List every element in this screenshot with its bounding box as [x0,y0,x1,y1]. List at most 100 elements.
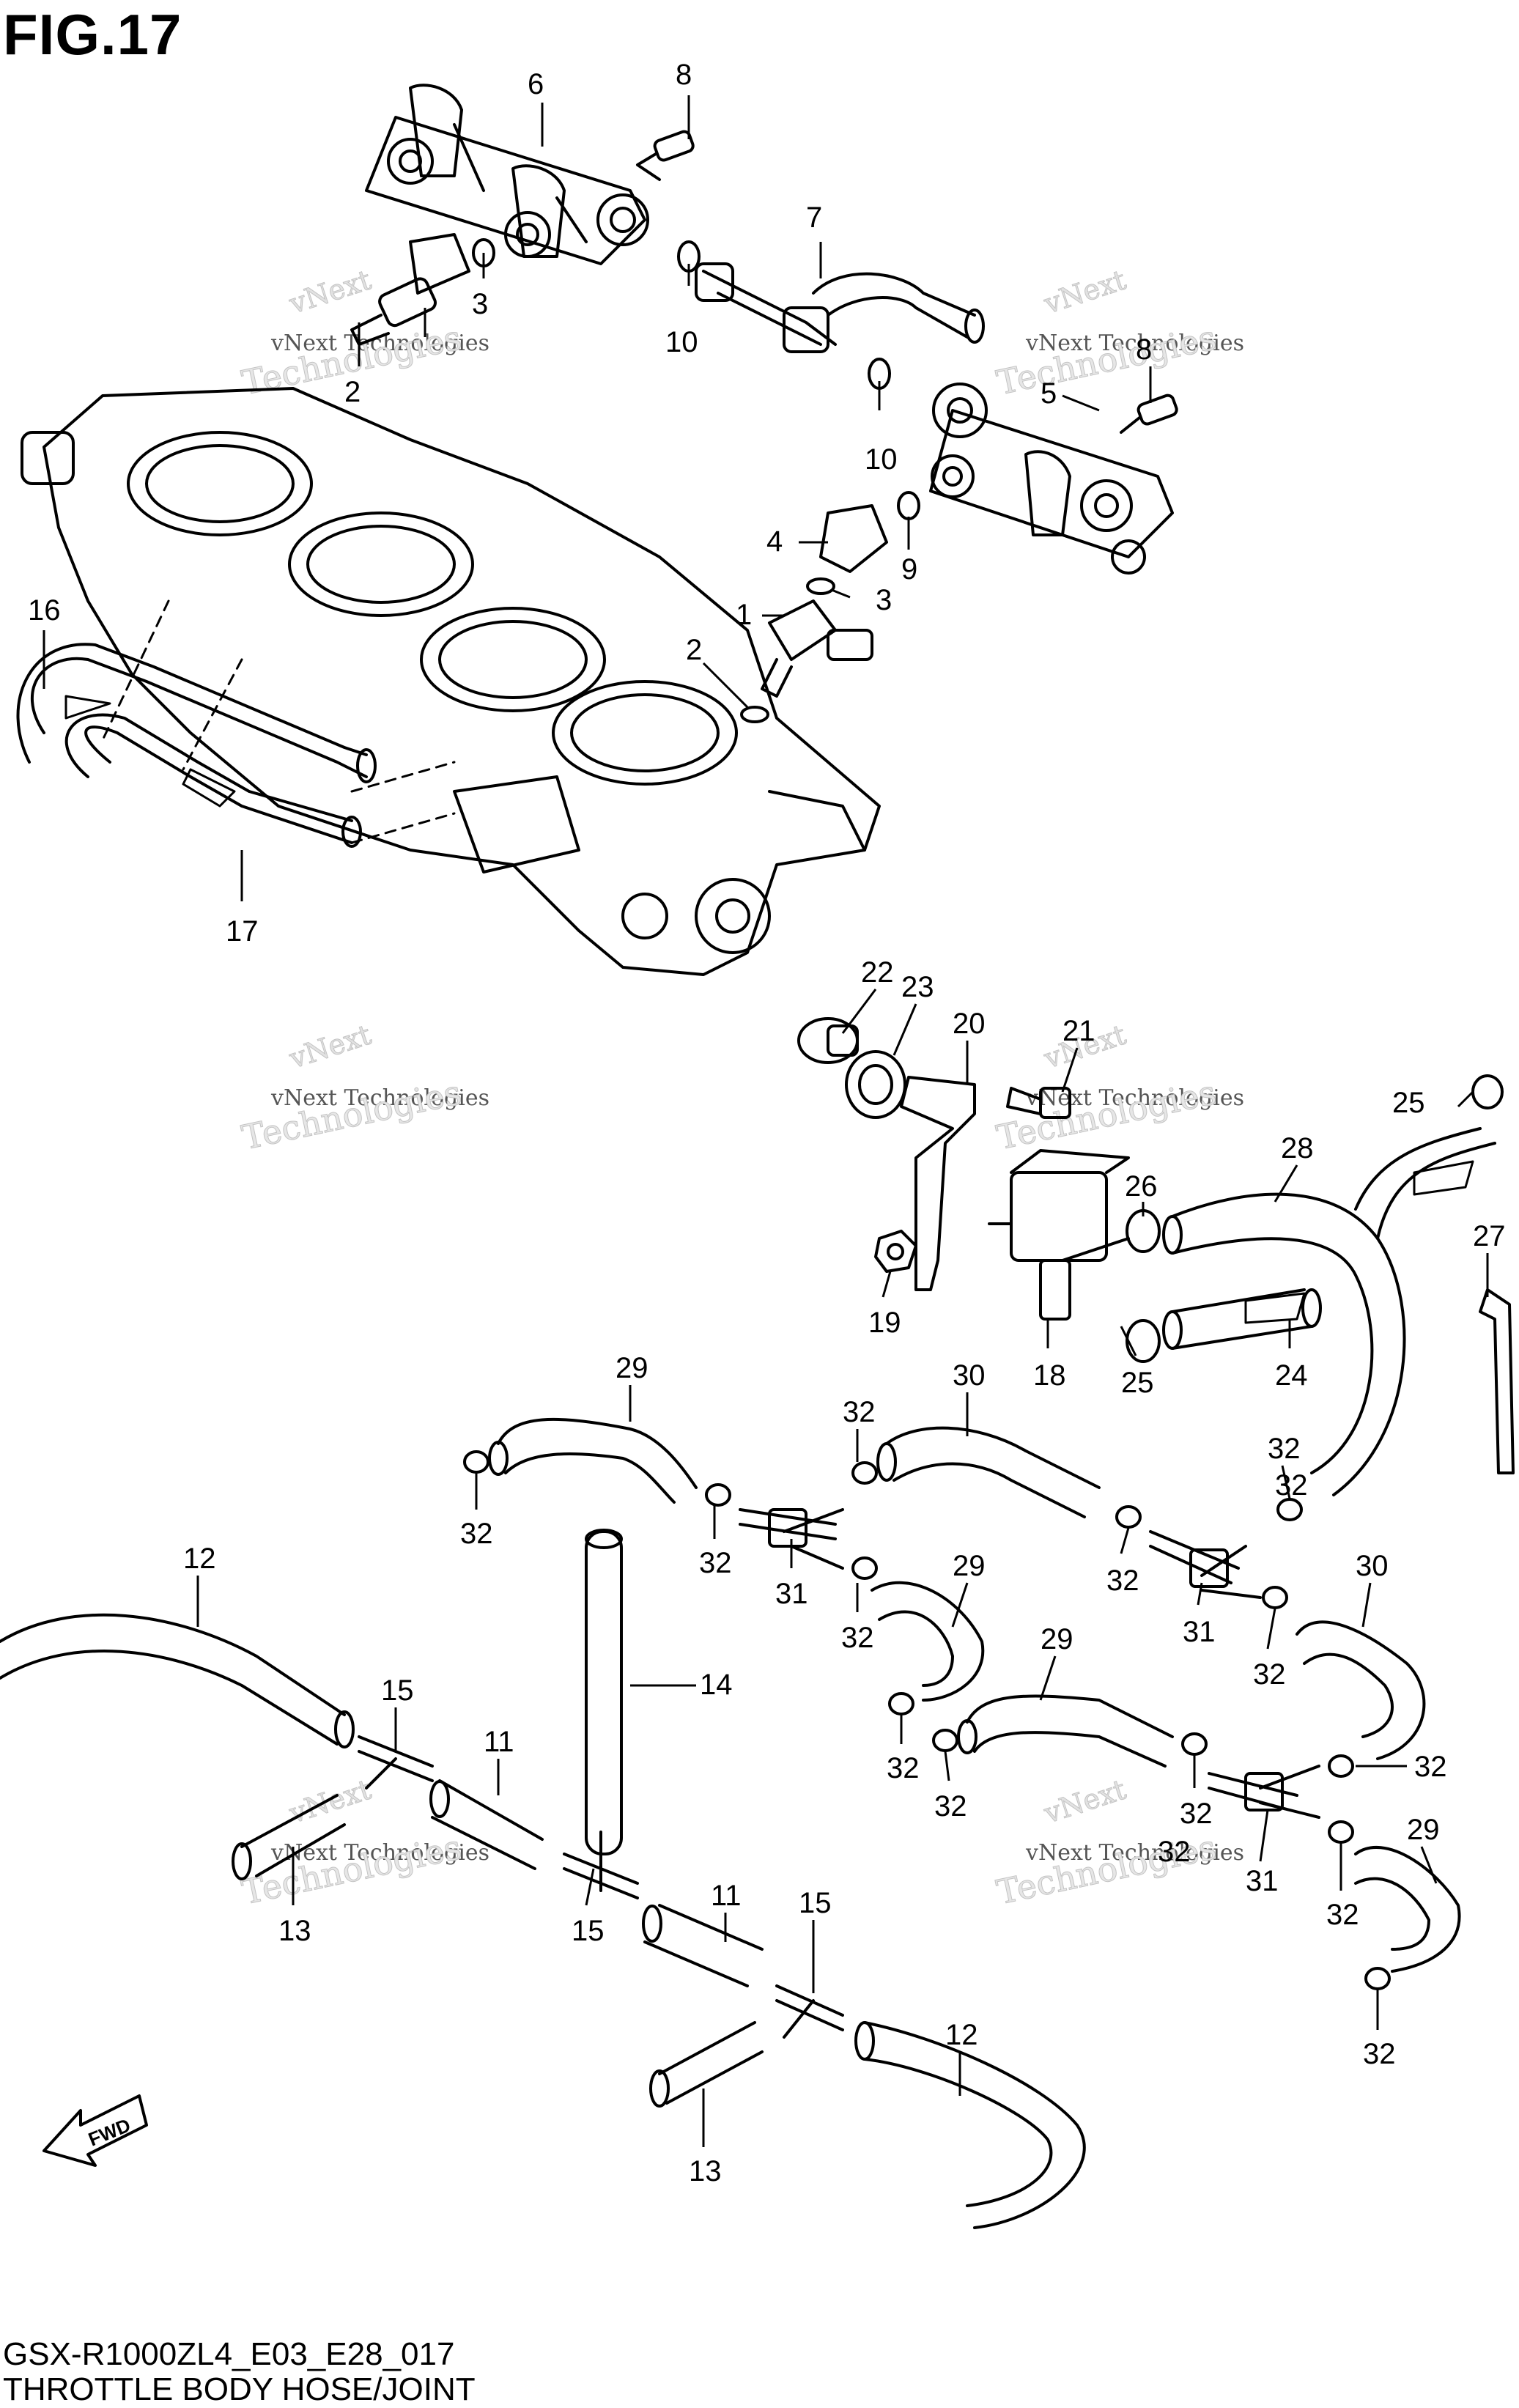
hose-17 [64,713,362,848]
clamp-26 [1126,1209,1161,1253]
washer-22 [797,1017,859,1064]
callout-32-d: 32 [699,1547,732,1579]
callout-1: 1 [736,599,752,631]
callout-15-c: 15 [799,1887,832,1919]
svg-text:vNext: vNext [285,1019,375,1075]
watermark-2: vNext vNext Technologies Technologies [993,263,1244,403]
watermark-group: vNext vNext Technologies Technologies vN… [238,263,1244,1913]
hose-29-b [871,1581,985,1702]
hose-29-a [488,1417,698,1504]
callout-10-lower: 10 [865,443,898,476]
hose-29-c [957,1694,1174,1768]
callout-27: 27 [1473,1220,1506,1252]
callout-6: 6 [528,68,544,100]
svg-text:vNext Technologies: vNext Technologies [1025,1840,1244,1866]
callout-28: 28 [1281,1132,1314,1164]
figure-title: FIG.17 [3,2,182,67]
callout-8-lower: 8 [1136,333,1152,366]
joint-31-a [739,1508,844,1570]
callout-32-g: 32 [1253,1658,1286,1691]
callout-labels: 6 8 7 3 10 2 10 5 8 4 9 3 1 2 16 17 22 2… [28,59,1506,2187]
joint-31-c [1208,1765,1320,1819]
callout-32-e: 32 [841,1622,874,1654]
callout-14: 14 [700,1669,733,1701]
callout-32-i: 32 [934,1790,967,1822]
callout-3-upper: 3 [472,288,488,320]
callout-32-l: 32 [1326,1899,1359,1931]
callout-16: 16 [28,594,61,627]
callout-13-b: 13 [689,2155,722,2187]
drawing-title: THROTTLE BODY HOSE/JOINT [3,2371,476,2407]
watermark-6: vNext vNext Technologies Technologies [993,1773,1244,1913]
hose-12-a [0,1613,355,1748]
hose-11-b [642,1904,764,1987]
part-drawings [0,84,1515,2229]
hose-28 [1162,1127,1496,1496]
oring-2-lower [740,706,769,723]
watermark-3: vNext vNext Technologies Technologies [238,1018,489,1158]
callout-15-b: 15 [572,1915,605,1947]
callout-31-b: 31 [1183,1616,1216,1648]
joint-15-b [563,1831,639,1899]
svg-text:vNext Technologies: vNext Technologies [270,1840,489,1866]
callout-15-a: 15 [381,1674,414,1707]
joint-31-b [1149,1530,1262,1599]
callout-22: 22 [861,956,894,989]
callout-5: 5 [1041,377,1057,410]
callout-19: 19 [868,1307,901,1339]
clamp-25-lower [1126,1319,1161,1363]
callout-32-o: 32 [1158,1836,1191,1868]
callout-25-lower: 25 [1121,1367,1154,1399]
svg-text:vNext: vNext [285,1773,375,1830]
clamp-25-upper [1471,1074,1504,1109]
callout-32-k: 32 [1180,1798,1213,1830]
callout-32-c: 32 [460,1518,493,1550]
cap-4 [819,504,888,573]
fwd-arrow-icon [42,2094,148,2167]
hose-29-d [1354,1845,1461,1973]
callout-29-c: 29 [1041,1623,1073,1655]
bracket-20 [900,1076,976,1291]
hose-12-b [854,2021,1086,2229]
oring-3-lower [806,577,835,595]
callout-29-a: 29 [616,1352,648,1384]
callout-20: 20 [953,1008,986,1040]
callout-30-a: 30 [953,1359,986,1392]
callout-17: 17 [226,915,259,948]
callout-30-b: 30 [1356,1550,1389,1582]
callout-32-h: 32 [887,1752,920,1784]
callout-9: 9 [901,553,917,586]
clamps-32 [463,1450,1391,1990]
grommet-23 [845,1050,906,1119]
bolt-8-upper [636,130,695,181]
callout-21: 21 [1062,1015,1095,1047]
watermark-4: vNext vNext Technologies Technologies [993,1018,1244,1158]
hose-24 [1162,1288,1322,1350]
callout-8-upper: 8 [676,59,692,91]
joint-15-c [775,1984,844,2039]
fuel-pipe-7 [695,262,985,353]
callout-26: 26 [1125,1170,1158,1203]
watermark-5: vNext vNext Technologies Technologies [238,1773,489,1913]
callout-10-upper: 10 [665,326,698,358]
callout-4: 4 [766,525,783,558]
hose-30-a [876,1426,1101,1518]
fuel-rail-upper [365,84,649,265]
drawing-code: GSX-R1000ZL4_E03_E28_017 [3,2336,455,2372]
svg-text:vNext: vNext [285,264,375,320]
callout-3-lower: 3 [876,584,892,616]
callout-29-b: 29 [953,1550,986,1582]
svg-text:vNext Technologies: vNext Technologies [270,330,489,356]
callout-2-upper: 2 [344,376,361,408]
fuel-rail-lower [929,383,1174,575]
svg-text:vNext Technologies: vNext Technologies [270,1085,489,1111]
callout-2-lower: 2 [686,634,702,666]
callout-24: 24 [1275,1359,1308,1392]
callout-32-a: 32 [843,1396,876,1428]
callout-31-c: 31 [1246,1865,1279,1897]
solenoid-valve-18 [988,1149,1130,1321]
callout-25-upper: 25 [1392,1087,1425,1119]
callout-12-b: 12 [945,2019,978,2051]
